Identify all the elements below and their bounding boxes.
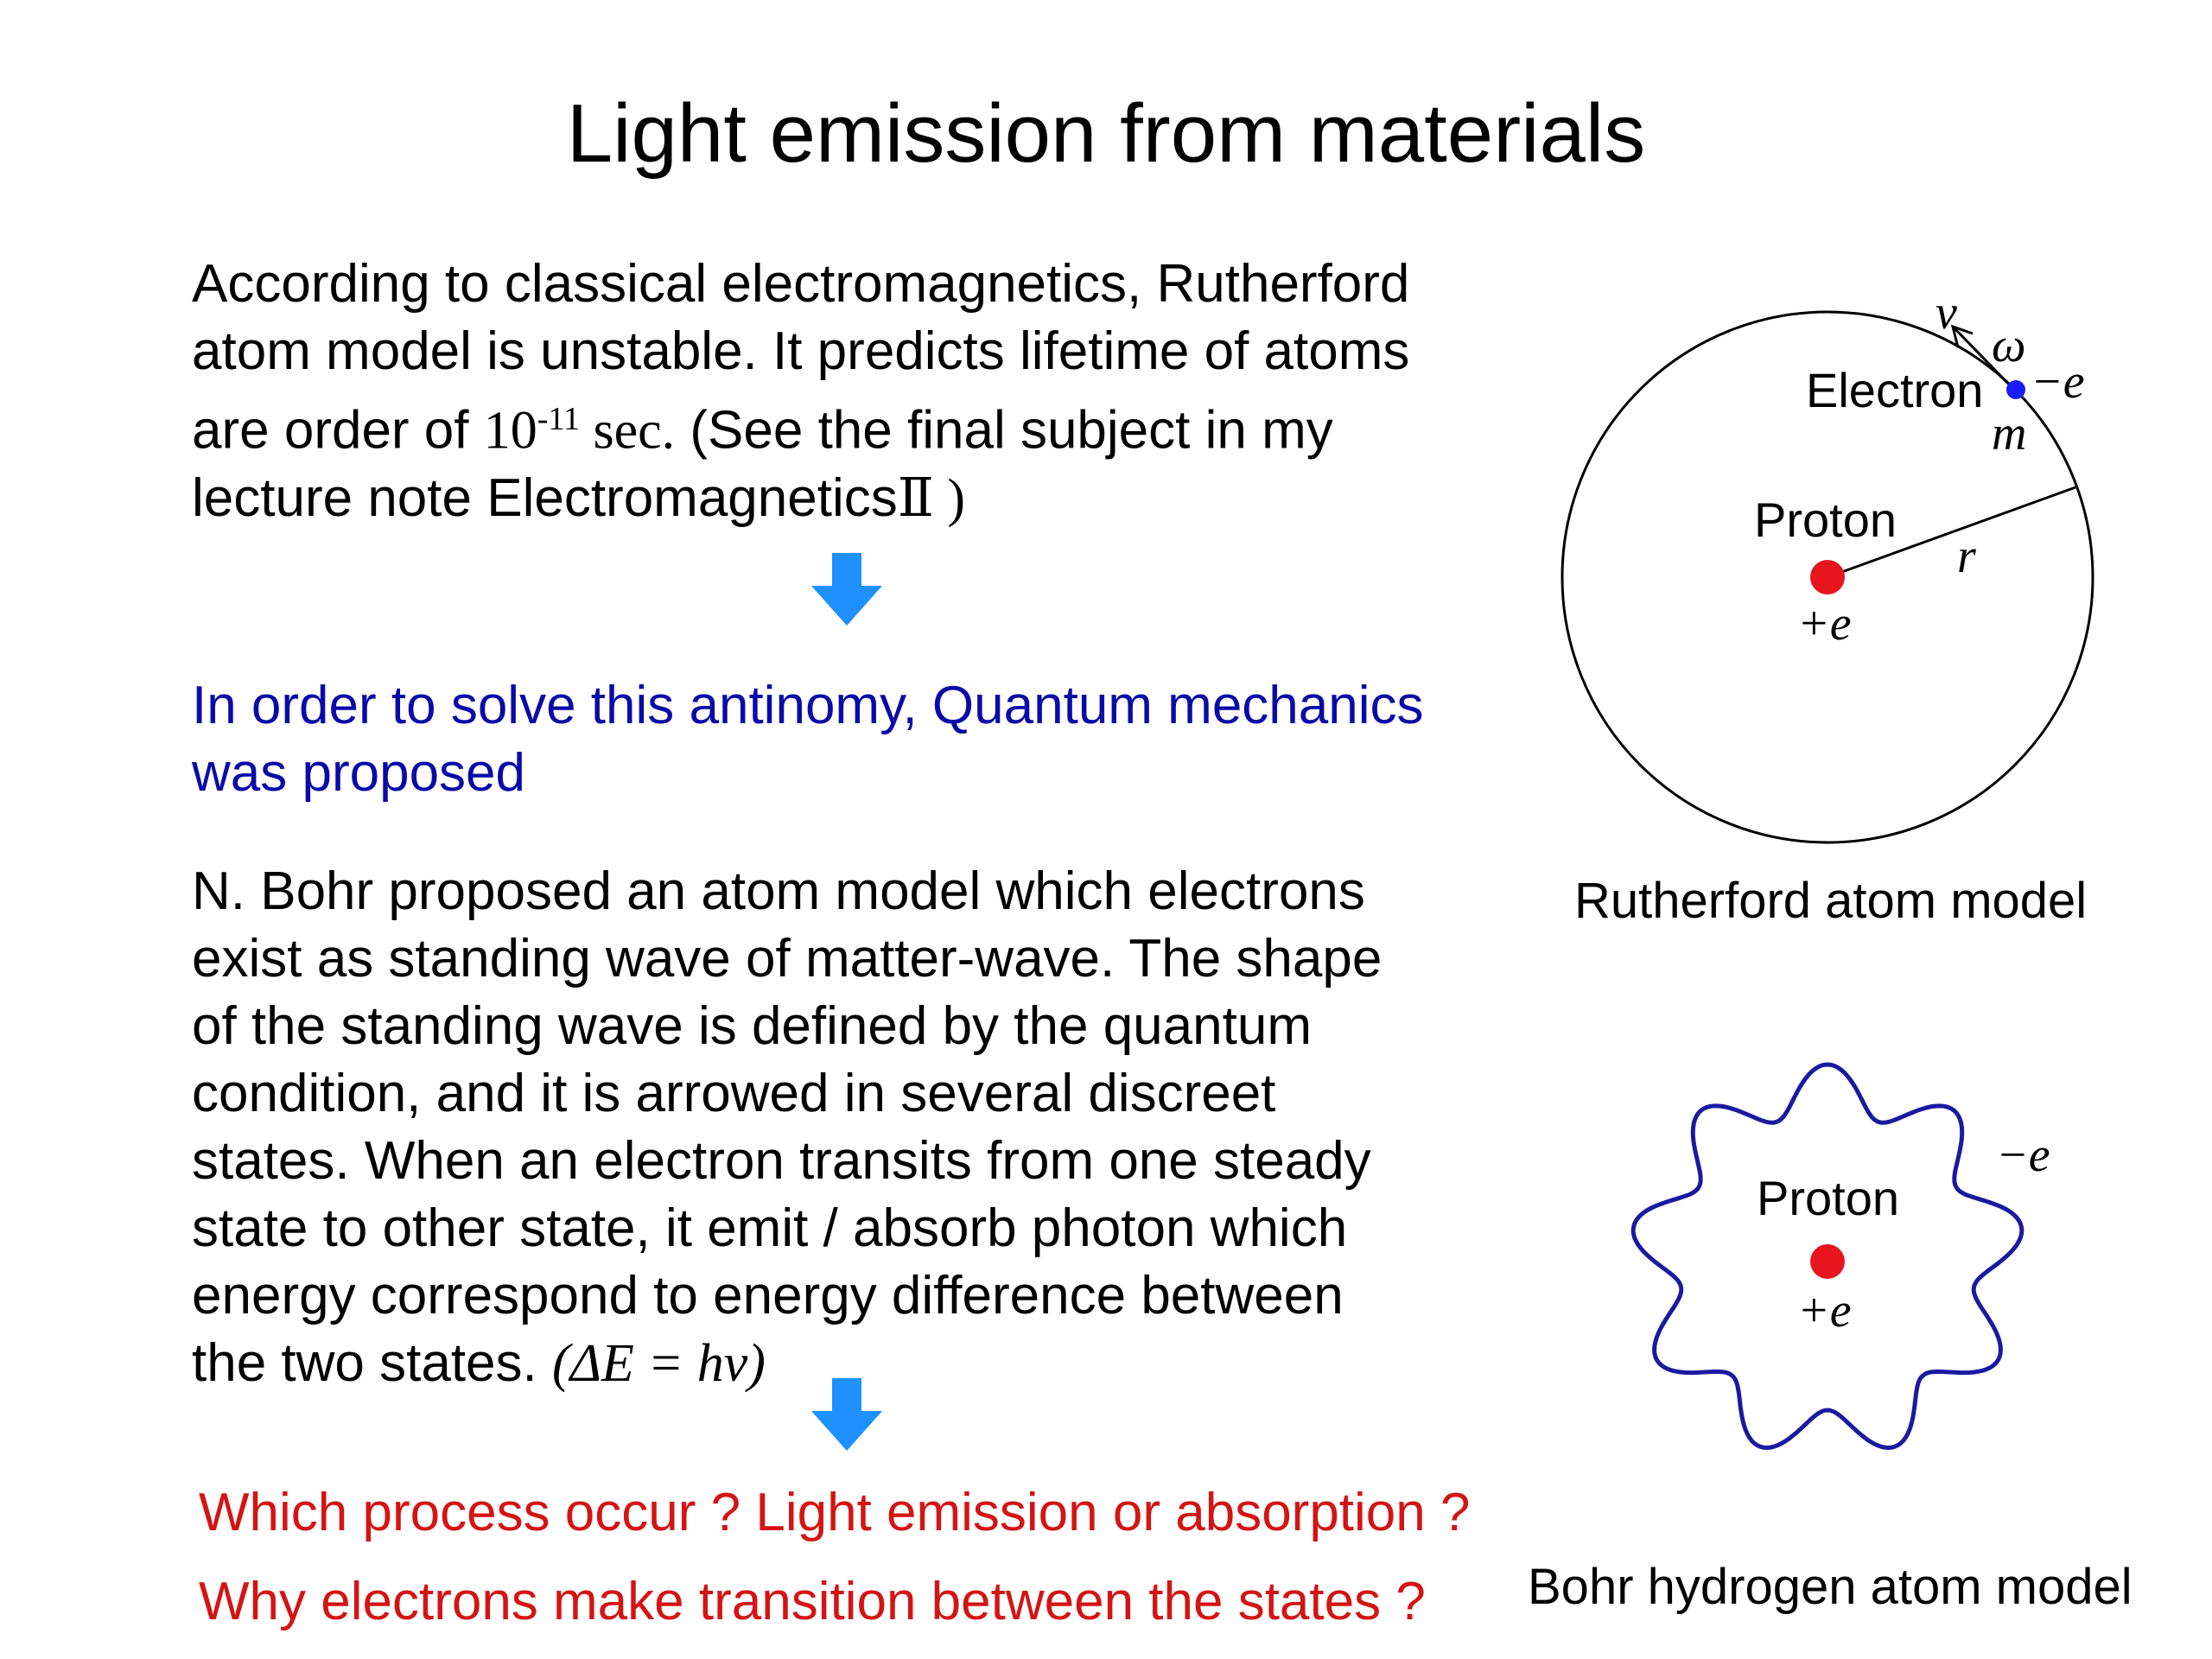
rutherford-caption: Rutherford atom model	[1574, 873, 2088, 929]
intro-paragraph: According to classical electromagnetics,…	[192, 251, 1540, 532]
velocity-arrowhead	[1950, 324, 1974, 348]
proton-dot	[1810, 560, 1845, 594]
electron-dot	[2006, 380, 2025, 399]
quantum-note-line-1: In order to solve this antinomy, Quantum…	[192, 676, 1424, 735]
lifetime-base: 10	[483, 401, 537, 461]
radius-symbol: r	[1957, 530, 1976, 583]
proton-dot	[1810, 1244, 1845, 1279]
bohr-electron-charge: −e	[1996, 1128, 2050, 1182]
velocity-arrow	[1953, 327, 2015, 391]
slide-title: Light emission from materials	[566, 87, 1646, 180]
bohr-proton-charge: +e	[1797, 1284, 1852, 1338]
bohr-proton-label: Proton	[1757, 1171, 1899, 1225]
lifetime-exponent: -11	[537, 401, 580, 437]
radius-line	[1827, 486, 2076, 579]
standing-wave-orbit	[1630, 1062, 2024, 1451]
bohr-line-4: condition, and it is arrowed in several …	[192, 1064, 1276, 1123]
energy-formula: (ΔE = hv)	[552, 1334, 766, 1393]
bohr-line-3: of the standing wave is defined by the q…	[192, 996, 1312, 1056]
bohr-line-1: N. Bohr proposed an atom model which ele…	[192, 861, 1365, 921]
intro-line-1: According to classical electromagnetics,…	[192, 254, 1410, 314]
intro-line-4-end: )	[933, 468, 966, 528]
intro-line-3-start: are order of	[192, 400, 484, 461]
roman-two: Ⅱ	[897, 468, 934, 528]
bohr-line-5: states. When an electron transits from o…	[192, 1131, 1371, 1191]
quantum-note: In order to solve this antinomy, Quantum…	[192, 672, 1540, 807]
electron-charge: −e	[2031, 355, 2085, 409]
bohr-line-7: energy correspond to energy difference b…	[192, 1266, 1344, 1325]
quantum-note-line-2: was proposed	[192, 743, 526, 803]
down-arrow-icon	[811, 553, 882, 626]
lifetime-unit: sec.	[579, 401, 676, 461]
bohr-line-2: exist as standing wave of matter-wave. T…	[192, 929, 1382, 988]
question-2: Why electrons make transition between th…	[199, 1572, 1426, 1631]
intro-line-3: are order of 10-11 sec. (See the final s…	[192, 385, 1540, 465]
intro-line-4-start: lecture note Electromagnetics	[192, 467, 898, 528]
electron-label: Electron	[1806, 363, 1984, 417]
bohr-line-8-start: the two states.	[192, 1333, 552, 1393]
bohr-paragraph: N. Bohr proposed an atom model which ele…	[192, 858, 1540, 1397]
bohr-line-8: the two states. (ΔE = hv)	[192, 1330, 1540, 1397]
omega-symbol: ω	[1992, 319, 2026, 372]
question-1: Which process occur ? Light emission or …	[199, 1483, 1471, 1542]
bohr-line-6: state to other state, it emit / absorb p…	[192, 1198, 1348, 1258]
proton-label: Proton	[1754, 493, 1897, 547]
intro-line-2: atom model is unstable. It predicts life…	[192, 321, 1410, 381]
proton-charge: +e	[1797, 597, 1852, 651]
mass-symbol: m	[1992, 407, 2027, 461]
velocity-symbol: v	[1936, 286, 1957, 340]
intro-line-3-end: (See the final subject in my	[675, 400, 1333, 461]
bohr-caption: Bohr hydrogen atom model	[1528, 1559, 2133, 1615]
down-arrow-icon	[811, 1378, 882, 1451]
orbit-circle	[1560, 310, 2094, 844]
intro-line-4: lecture note ElectromagneticsⅡ )	[192, 465, 1540, 532]
